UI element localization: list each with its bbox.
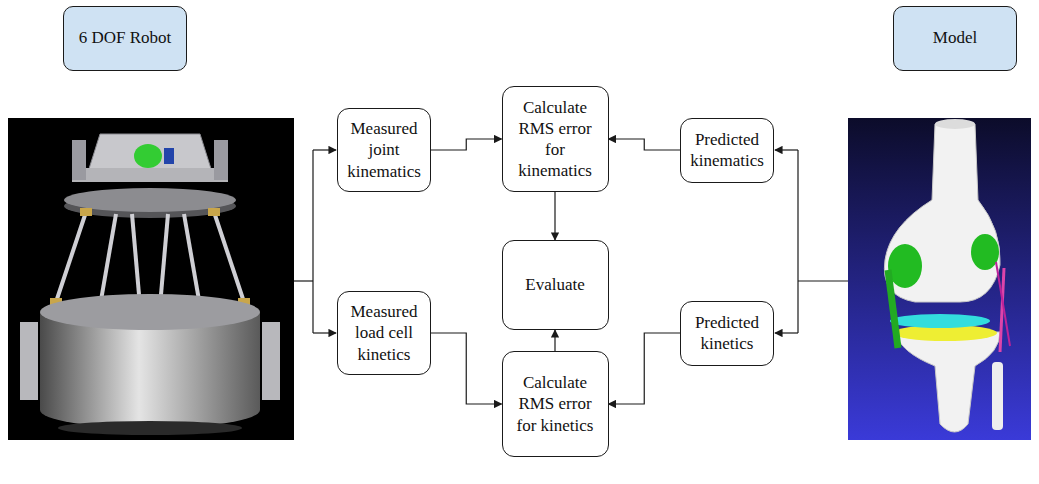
process-box: Calculate RMS error for kinematics <box>502 86 609 192</box>
box-text: Measured load cell kinetics <box>338 295 430 371</box>
box-text: Model <box>894 21 1016 54</box>
flow-arrow <box>431 139 502 150</box>
box-text: 6 DOF Robot <box>64 21 186 54</box>
process-box: Measured load cell kinetics <box>337 291 431 375</box>
robot-illustration <box>8 118 294 440</box>
box-text: Evaluate <box>503 268 608 301</box>
process-box: Calculate RMS error for kinetics <box>502 351 609 457</box>
process-box: Evaluate <box>502 240 609 330</box>
process-box: Predicted kinematics <box>680 118 774 183</box>
process-box: Measured joint kinematics <box>337 108 431 192</box>
box-text: Measured joint kinematics <box>338 112 430 188</box>
flow-arrow <box>554 330 555 351</box>
flow-arrow <box>431 333 502 404</box>
system-label-box: Model <box>893 6 1017 71</box>
flow-arrow <box>609 139 681 150</box>
box-text: Calculate RMS error for kinetics <box>503 366 608 442</box>
box-text: Calculate RMS error for kinematics <box>503 91 608 188</box>
box-text: Predicted kinematics <box>681 123 773 178</box>
flow-arrow <box>554 192 555 240</box>
box-text: Predicted kinetics <box>681 306 773 361</box>
knee-model-illustration <box>848 118 1031 440</box>
system-label-box: 6 DOF Robot <box>63 6 187 71</box>
flow-arrow <box>609 333 681 404</box>
process-box: Predicted kinetics <box>680 301 774 366</box>
